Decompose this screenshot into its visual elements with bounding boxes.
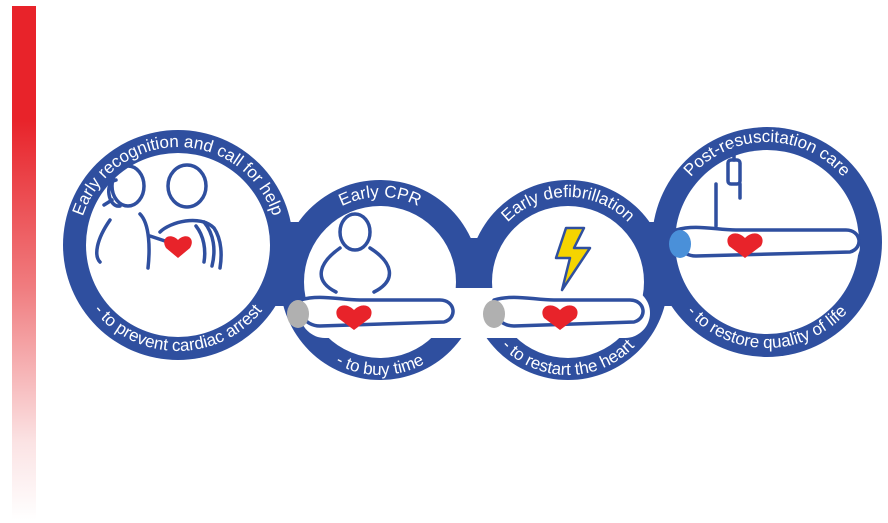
patient-head-icon	[287, 300, 309, 328]
patient-head-icon	[483, 300, 505, 328]
patient-head-icon	[669, 230, 691, 258]
